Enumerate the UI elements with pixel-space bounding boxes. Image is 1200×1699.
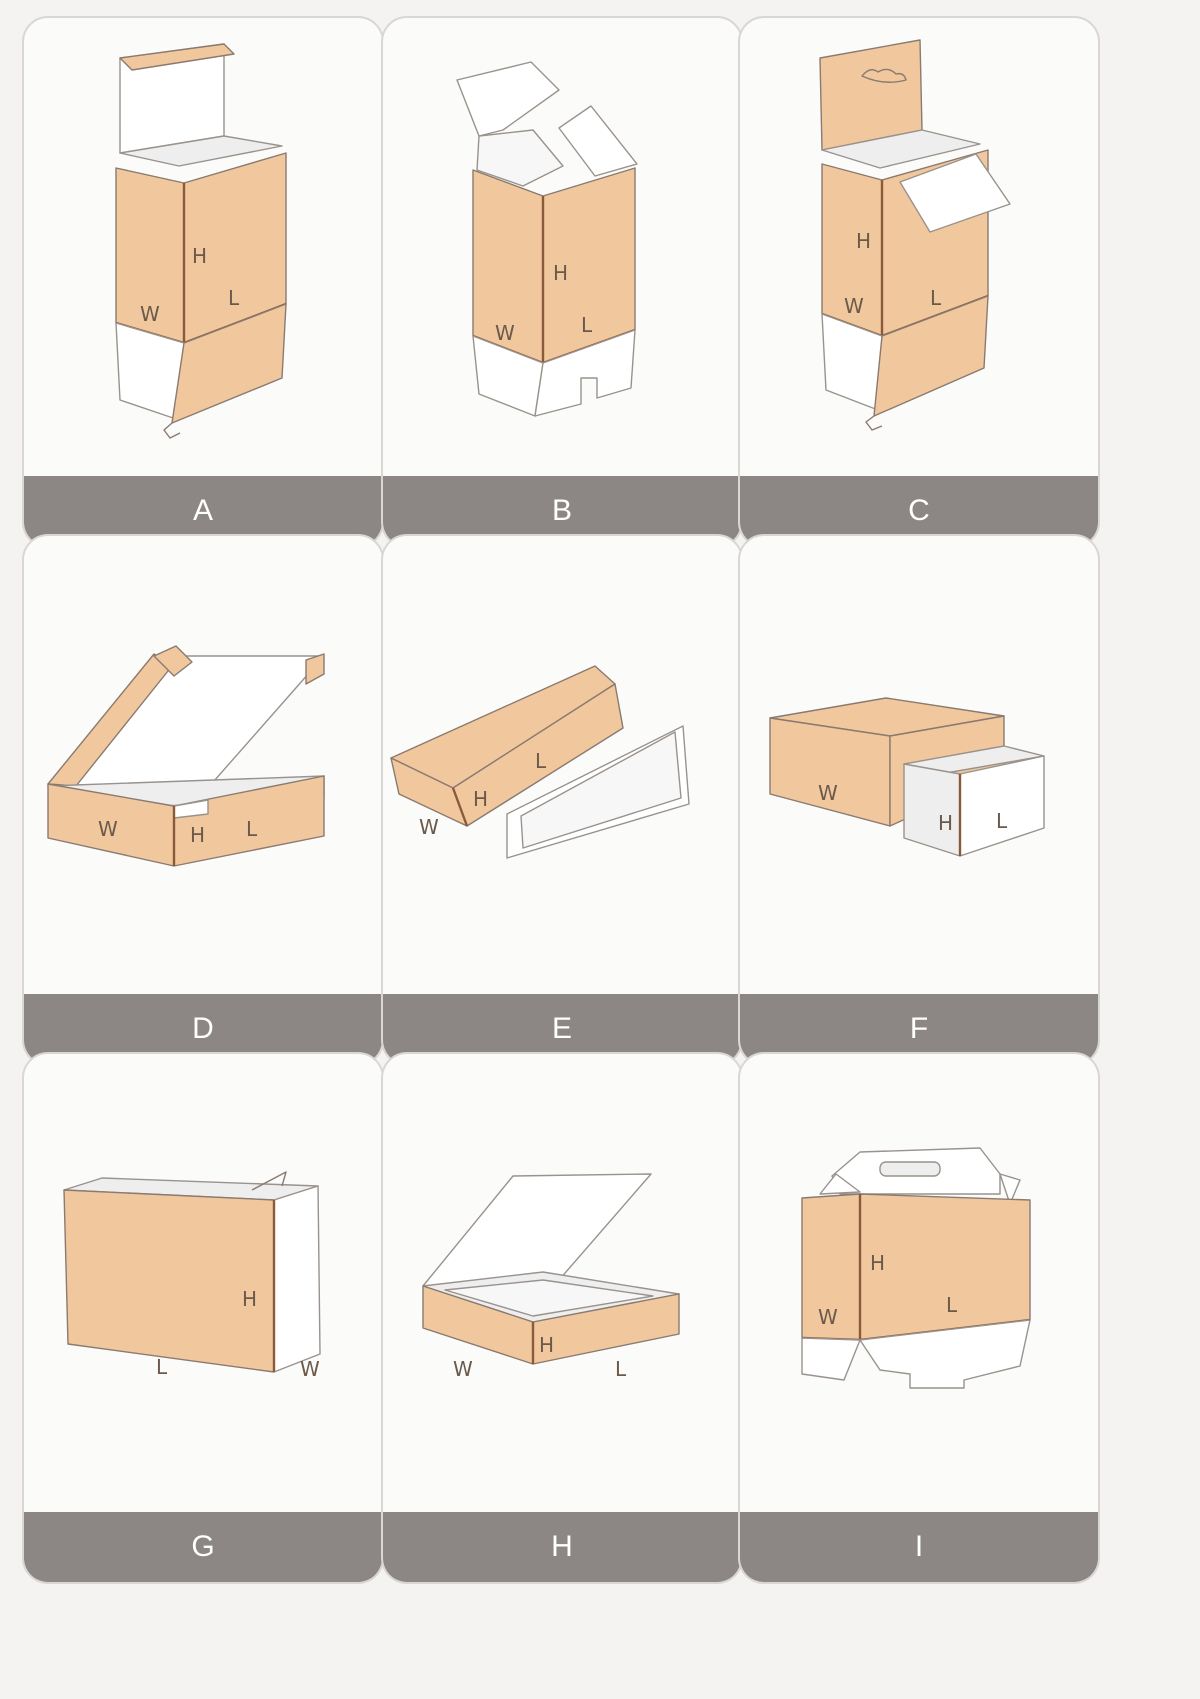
box-card-c[interactable]: H L W C <box>738 16 1100 548</box>
box-f-dim-h: H <box>938 811 953 835</box>
box-f-illustration: W H L <box>769 697 1045 857</box>
box-g-label: G <box>24 1512 382 1582</box>
box-card-b[interactable]: H L W B <box>381 16 743 548</box>
box-a-illustration: H L W <box>115 43 287 439</box>
box-e-dim-w: W <box>419 815 439 839</box>
box-c-illustration: H L W <box>819 39 1011 431</box>
box-card-e[interactable]: L H W E <box>381 534 743 1066</box>
box-e-dim-h: H <box>473 787 488 811</box>
box-a-dim-w: W <box>140 302 160 326</box>
box-f-dim-l: L <box>996 809 1008 833</box>
box-card-h[interactable]: H W L H <box>381 1052 743 1584</box>
box-d-illustration: W H L <box>47 645 325 867</box>
box-i-dim-l: L <box>946 1293 958 1317</box>
box-g-dim-l: L <box>156 1355 168 1379</box>
box-d-dim-h: H <box>190 823 205 847</box>
box-c-dim-l: L <box>930 286 942 310</box>
box-card-g[interactable]: H L W G <box>22 1052 384 1584</box>
box-i-dim-h: H <box>870 1251 885 1275</box>
box-g-dim-w: W <box>300 1357 320 1381</box>
box-d-dim-l: L <box>246 817 258 841</box>
box-i-label: I <box>740 1512 1098 1582</box>
box-h-label: H <box>383 1512 741 1582</box>
box-a-dim-h: H <box>192 244 207 268</box>
box-g-dim-h: H <box>242 1287 257 1311</box>
box-card-f[interactable]: W H L F <box>738 534 1100 1066</box>
box-c-dim-w: W <box>844 294 864 318</box>
box-f-dim-w: W <box>818 781 838 805</box>
box-i-dim-w: W <box>818 1305 838 1329</box>
box-card-d[interactable]: W H L D <box>22 534 384 1066</box>
box-i-illustration: H L W <box>801 1147 1031 1389</box>
box-a-dim-l: L <box>228 286 240 310</box>
box-b-dim-w: W <box>495 321 515 345</box>
box-c-dim-h: H <box>856 229 871 253</box>
box-h-dim-h: H <box>539 1333 554 1357</box>
box-card-i[interactable]: H L W I <box>738 1052 1100 1584</box>
box-g-illustration: H L W <box>63 1171 321 1381</box>
box-e-dim-l: L <box>535 749 547 773</box>
box-card-a[interactable]: H L W A <box>22 16 384 548</box>
box-h-illustration: H W L <box>422 1173 680 1381</box>
box-h-dim-l: L <box>615 1357 627 1381</box>
box-d-dim-w: W <box>98 817 118 841</box>
box-h-dim-w: W <box>453 1357 473 1381</box>
box-b-illustration: H L W <box>456 61 638 417</box>
box-e-illustration: L H W <box>390 665 690 859</box>
box-b-dim-l: L <box>581 313 593 337</box>
box-b-dim-h: H <box>553 261 568 285</box>
